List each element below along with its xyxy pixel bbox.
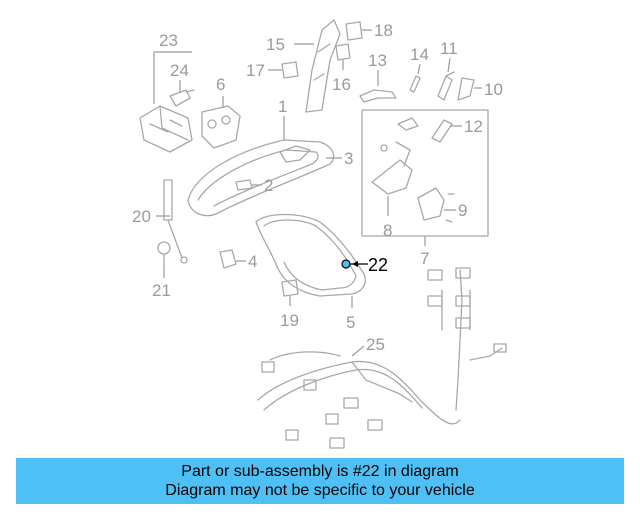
part-4-bracket — [219, 249, 237, 269]
callout-20: 20 — [132, 207, 151, 226]
part-15-hinge — [305, 19, 341, 113]
part-1-decklid — [187, 139, 335, 217]
callout-4: 4 — [248, 252, 257, 271]
callout-25: 25 — [366, 335, 385, 354]
callout-23: 23 — [159, 31, 178, 50]
callout-8: 8 — [383, 221, 392, 240]
callout-1: 1 — [278, 97, 287, 116]
callout-2: 2 — [264, 176, 273, 195]
callout-6: 6 — [216, 75, 225, 94]
part-17-clip — [281, 61, 299, 79]
callout-13: 13 — [368, 51, 387, 70]
part-22-clip — [341, 259, 351, 269]
part-19-striker — [281, 279, 299, 297]
part-11-cable — [437, 71, 455, 101]
part-23-lock-assembly — [139, 105, 193, 153]
callout-12: 12 — [464, 117, 483, 136]
part-2-bumper — [235, 179, 253, 191]
callout-10: 10 — [484, 80, 503, 99]
parts-diagram: 23 24 6 15 17 18 16 13 14 11 — [132, 19, 507, 449]
part-8-lock-cylinder — [371, 141, 413, 195]
callout-14: 14 — [410, 45, 429, 64]
callout-15: 15 — [266, 35, 285, 54]
part-10-clip — [457, 77, 475, 101]
callout-18: 18 — [374, 21, 393, 40]
part-14-pin — [409, 75, 421, 93]
part-20-strut — [163, 179, 188, 264]
caption-line-disclaimer: Diagram may not be specific to your vehi… — [165, 482, 475, 499]
part-6-latch — [201, 105, 241, 149]
part-5-trim-panel — [255, 213, 366, 297]
callout-3: 3 — [344, 149, 353, 168]
part-25-wiring-harness — [257, 267, 507, 449]
part-13-rod — [359, 89, 397, 103]
caption-bar: Part or sub-assembly is #22 in diagram D… — [16, 458, 624, 504]
part-18-nut — [345, 21, 363, 41]
callout-16: 16 — [332, 75, 351, 94]
callout-11: 11 — [440, 39, 458, 58]
caption-line-part-number: Part or sub-assembly is #22 in diagram — [181, 463, 459, 480]
part-16-bracket — [335, 43, 351, 61]
part-21-stud — [157, 241, 171, 269]
callout-7: 7 — [420, 249, 429, 268]
part-9-actuator — [417, 187, 455, 223]
part-12-bracket — [397, 117, 453, 143]
callout-9: 9 — [458, 201, 467, 220]
callout-24: 24 — [170, 61, 189, 80]
callout-21: 21 — [152, 281, 171, 300]
callout-19: 19 — [280, 311, 299, 330]
callout-17: 17 — [246, 61, 265, 80]
callout-5: 5 — [346, 313, 355, 332]
part-24-bulb — [169, 89, 195, 107]
callout-22: 22 — [368, 255, 388, 275]
